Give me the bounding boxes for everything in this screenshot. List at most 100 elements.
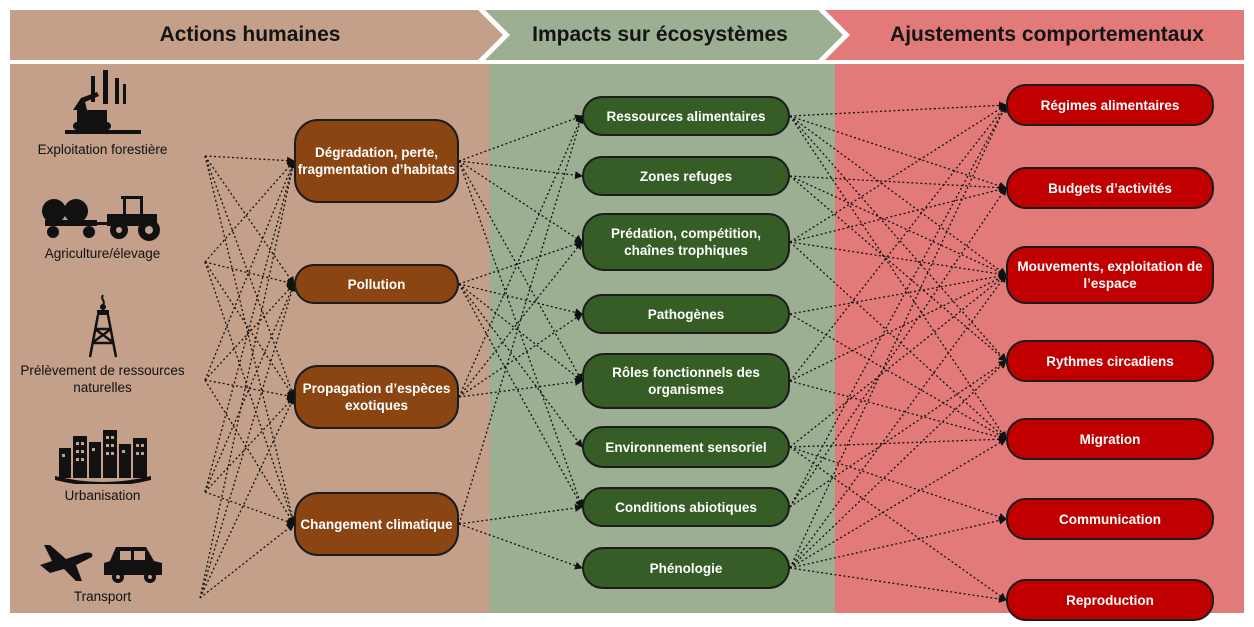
source-extraction: Prélèvement de ressources naturelles — [5, 293, 200, 396]
link-impact-to-adjustment — [789, 175, 1007, 192]
link-source-to-action — [204, 491, 295, 526]
link-impact-to-adjustment — [789, 516, 1007, 569]
impacts-header-chevron — [485, 10, 843, 60]
link-action-to-impact — [458, 160, 583, 382]
oil-derrick-icon — [88, 294, 117, 358]
link-impact-to-adjustment — [789, 567, 1007, 603]
action-pollution: Pollution — [294, 264, 459, 304]
link-impact-to-adjustment — [789, 438, 1007, 569]
source-label: Exploitation forestière — [37, 142, 168, 157]
adjust-label: Migration — [1079, 431, 1141, 447]
link-source-to-action — [204, 283, 295, 493]
link-source-to-action — [204, 379, 295, 525]
link-action-to-impact — [458, 503, 583, 525]
source-label: Transport — [73, 589, 132, 604]
source-label: Prélèvement de ressources naturelles — [20, 363, 185, 395]
adjust-reproduction: Reproduction — [1006, 579, 1214, 621]
adjust-label: Régimes alimentaires — [1040, 97, 1180, 113]
impact-phenology: Phénologie — [582, 547, 790, 589]
action-exotic-species: Propagation d’espèces exotiques — [294, 365, 459, 429]
link-impact-to-adjustment — [789, 313, 1007, 440]
impact-label: Ressources alimentaires — [606, 108, 766, 124]
city-icon — [54, 430, 151, 484]
impact-sensory-environment: Environnement sensoriel — [582, 426, 790, 468]
link-impact-to-adjustment — [789, 360, 1007, 508]
adjust-label: Reproduction — [1066, 592, 1154, 608]
impact-label: Prédation, compétition, chaînes trophiqu… — [610, 226, 761, 258]
adjust-label: Mouvements, exploitation de l’espace — [1017, 259, 1203, 291]
link-impact-to-adjustment — [789, 360, 1007, 569]
adjust-circadian-rhythms: Rythmes circadiens — [1006, 340, 1214, 382]
link-source-to-action — [204, 155, 295, 285]
link-source-to-action — [204, 261, 296, 525]
tractor-icon — [41, 196, 160, 241]
impact-abiotic-conditions: Conditions abiotiques — [582, 487, 790, 527]
source-logging: Exploitation forestière — [20, 70, 185, 158]
excavator-icon — [64, 70, 141, 134]
link-action-to-impact — [458, 283, 583, 382]
link-source-to-action — [204, 160, 297, 493]
adjust-diet: Régimes alimentaires — [1006, 84, 1214, 126]
action-label: Pollution — [347, 276, 406, 292]
impact-label: Rôles fonctionnels des organismes — [612, 365, 760, 397]
header-chevrons — [10, 10, 1244, 60]
action-label: Dégradation, perte, fragmentation d’habi… — [297, 145, 456, 177]
link-action-to-impact — [458, 115, 583, 398]
link-impact-to-adjustment — [789, 115, 1007, 440]
link-source-to-action — [204, 396, 295, 493]
action-label: Changement climatique — [300, 516, 453, 532]
link-action-to-impact — [458, 160, 583, 243]
source-urbanisation: Urbanisation — [20, 430, 185, 504]
link-impact-to-adjustment — [789, 175, 1007, 276]
link-impact-to-adjustment — [789, 380, 1007, 442]
adjust-header-chevron — [825, 10, 1244, 60]
action-habitat-degradation: Dégradation, perte, fragmentation d’habi… — [294, 119, 459, 203]
source-label: Urbanisation — [64, 488, 141, 503]
link-action-to-impact — [458, 160, 583, 180]
impact-label: Pathogènes — [647, 306, 725, 322]
adjust-header: Ajustements comportementaux — [890, 23, 1204, 46]
adjust-movements: Mouvements, exploitation de l’espace — [1006, 246, 1214, 304]
link-impact-to-adjustment — [789, 272, 1007, 315]
link-action-to-impact — [458, 523, 583, 570]
adjust-label: Budgets d’activités — [1048, 180, 1172, 196]
impacts-header: Impacts sur écosystèmes — [532, 23, 788, 46]
link-impact-to-adjustment — [789, 446, 1007, 601]
link-source-to-action — [204, 283, 295, 381]
link-source-to-action — [204, 160, 296, 381]
source-agriculture: Agriculture/élevage — [20, 192, 185, 262]
link-impact-to-adjustment — [789, 274, 1007, 448]
link-impact-to-adjustment — [789, 435, 1007, 448]
link-impact-to-adjustment — [789, 241, 1007, 440]
link-action-to-impact — [458, 115, 584, 525]
adjust-migration: Migration — [1006, 418, 1214, 460]
link-impact-to-adjustment — [789, 274, 1007, 569]
link-action-to-impact — [458, 241, 583, 398]
link-impact-to-adjustment — [789, 104, 1007, 243]
impact-food-resources: Ressources alimentaires — [582, 96, 790, 136]
adjust-label: Communication — [1058, 511, 1161, 527]
link-source-to-action — [199, 283, 296, 599]
link-impact-to-adjustment — [789, 274, 1007, 382]
link-action-to-impact — [458, 283, 583, 508]
link-action-to-impact — [458, 114, 583, 162]
impact-label: Environnement sensoriel — [605, 439, 767, 455]
impact-label: Zones refuges — [639, 168, 733, 184]
actions-header: Actions humaines — [159, 23, 341, 46]
source-transport: Transport — [20, 537, 185, 605]
impact-refuge-zones: Zones refuges — [582, 156, 790, 196]
link-action-to-impact — [458, 283, 583, 448]
link-impact-to-adjustment — [789, 185, 1007, 243]
impact-label: Phénologie — [649, 560, 723, 576]
link-source-to-action — [199, 396, 295, 599]
actions-header-chevron — [10, 10, 503, 60]
link-source-to-action — [204, 155, 297, 525]
adjust-communication: Communication — [1006, 498, 1214, 540]
plane-car-icon — [39, 545, 162, 583]
link-source-to-action — [204, 261, 295, 287]
link-impact-to-adjustment — [789, 115, 1007, 362]
link-action-to-impact — [458, 283, 583, 317]
adjust-activity-budgets: Budgets d’activités — [1006, 167, 1214, 209]
link-source-to-action — [204, 155, 295, 165]
